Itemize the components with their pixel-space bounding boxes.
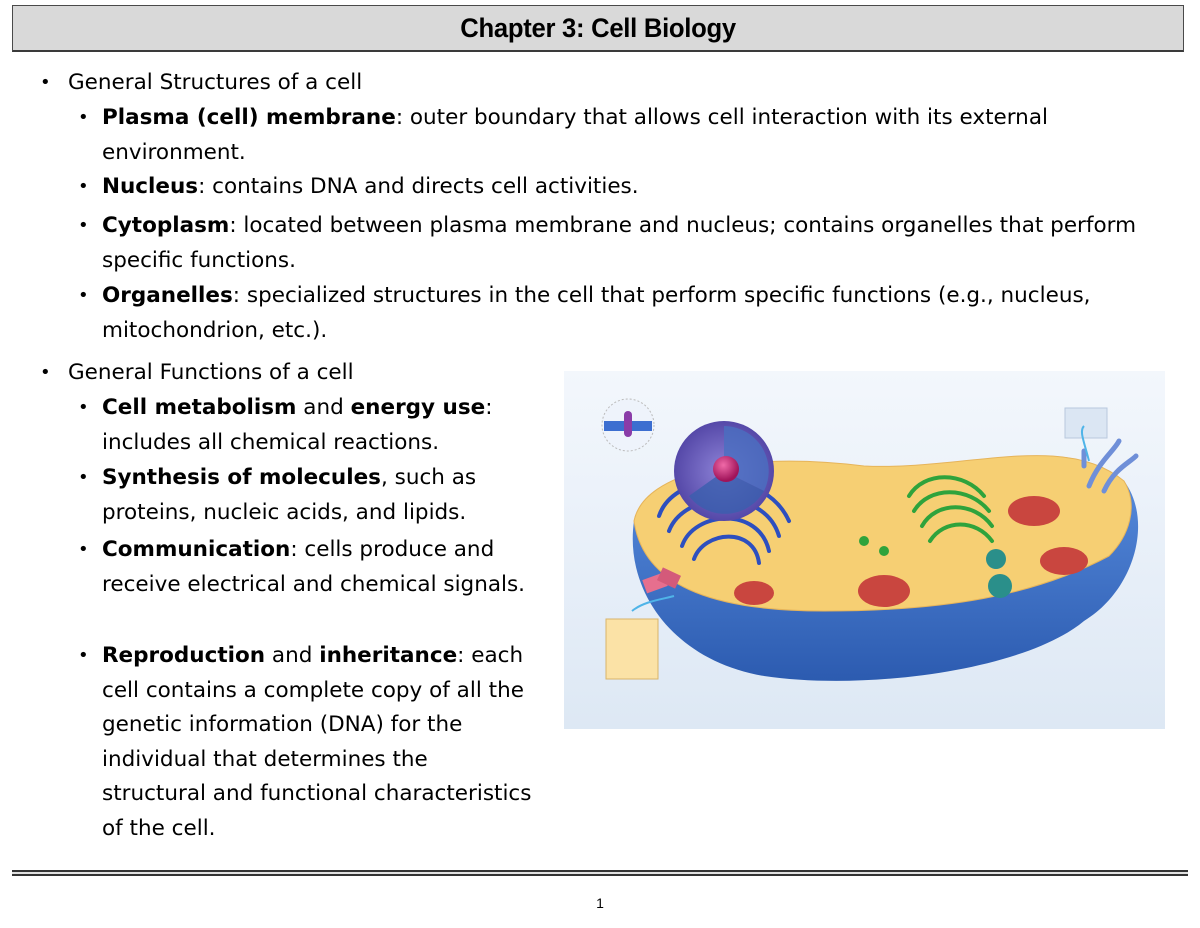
footer-divider: [12, 870, 1188, 876]
bullet-icon: •: [78, 645, 89, 666]
bullet-icon: •: [78, 176, 89, 197]
bullet-icon: •: [78, 467, 89, 488]
cell-diagram-figure: [564, 371, 1165, 729]
page-number: 1: [596, 895, 604, 911]
chapter-title: Chapter 3: Cell Biology: [460, 12, 736, 43]
bullet-icon: •: [78, 215, 89, 236]
bullet-icon: •: [78, 107, 89, 128]
bullet-icon: •: [78, 285, 89, 306]
bullet-icon: •: [40, 362, 51, 383]
bullet-icon: •: [40, 72, 51, 93]
chapter-title-bar: Chapter 3: Cell Biology: [12, 5, 1184, 52]
bullet-icon: •: [78, 539, 89, 560]
cell-illustration-icon: [601, 398, 1139, 681]
bullet-icon: •: [78, 397, 89, 418]
